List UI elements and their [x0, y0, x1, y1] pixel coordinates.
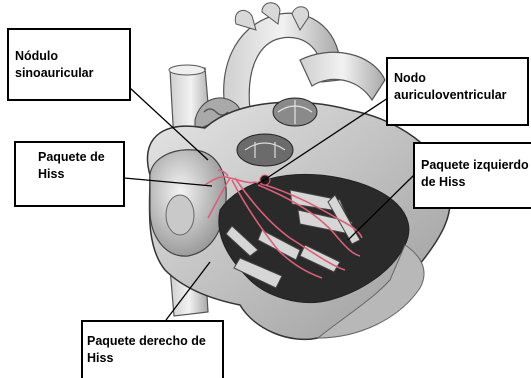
label-sinoauricular-node: Nódulo sinoauricular [7, 28, 131, 101]
label-derecho-text: Paquete derecho de Hiss [87, 333, 216, 367]
pulmonary-trunk [300, 52, 385, 100]
label-hiss-text: Paquete de Hiss [38, 149, 117, 183]
label-left-bundle: Paquete izquierdo de Hiss [413, 142, 531, 209]
label-bundle-of-his: Paquete de Hiss [14, 141, 125, 207]
fossa-ovalis [166, 195, 194, 235]
label-izquierdo-text: Paquete izquierdo de Hiss [421, 157, 529, 191]
label-sinoauricular-text: Nódulo sinoauricular [15, 48, 123, 82]
label-auriculoventricular-text: Nodo auriculoventricular [394, 70, 521, 104]
label-auriculoventricular-node: Nodo auriculoventricular [386, 57, 529, 126]
label-right-bundle: Paquete derecho de Hiss [81, 320, 224, 378]
